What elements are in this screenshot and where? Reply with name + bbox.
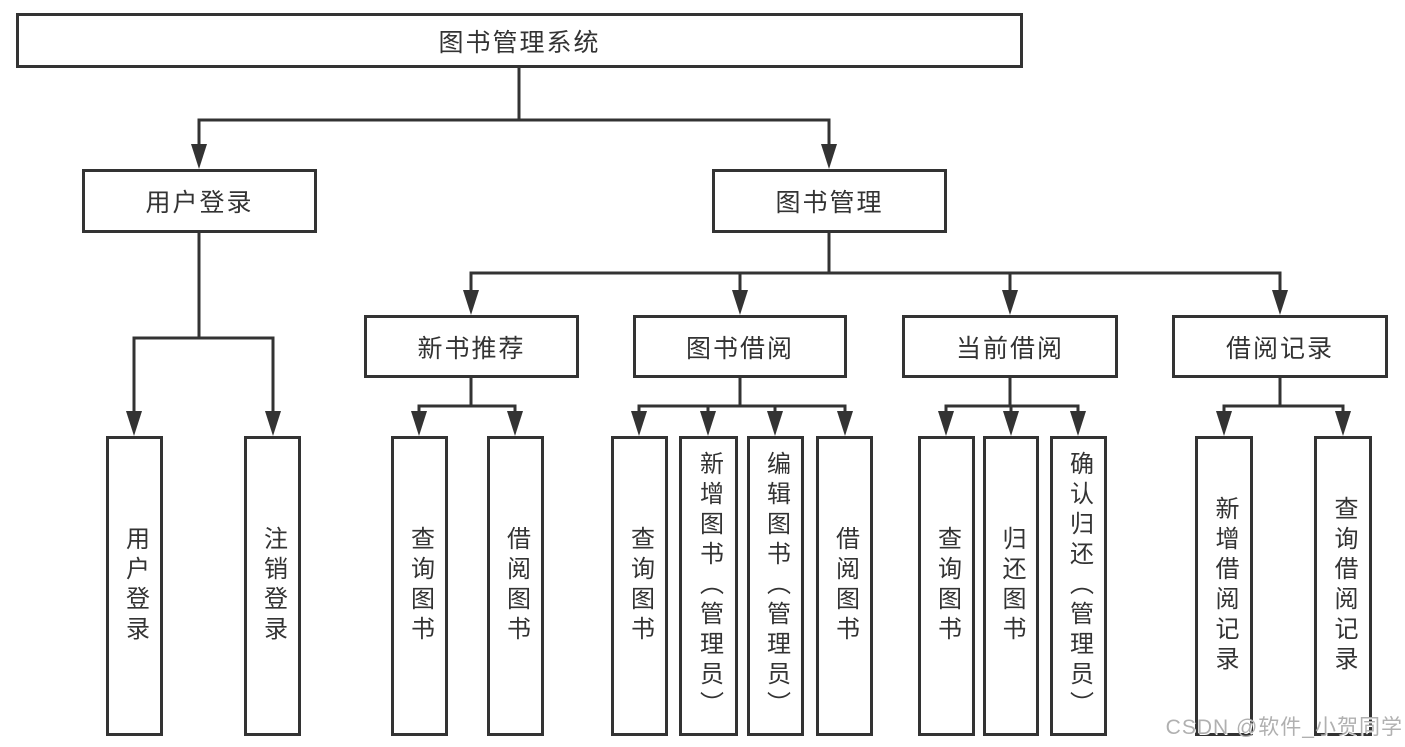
node-user-login: 用户登录 — [82, 169, 317, 233]
node-leaf-borrow-book-2: 借阅图书 — [816, 436, 873, 736]
node-leaf-query-borrow-rec: 查询借阅记录 — [1314, 436, 1372, 736]
arrowhead-icon — [191, 144, 207, 169]
arrowhead-icon — [732, 290, 748, 315]
arrowhead-icon — [1070, 411, 1086, 436]
node-leaf-borrow-book-1: 借阅图书 — [487, 436, 544, 736]
node-book-management: 图书管理 — [712, 169, 947, 233]
arrowhead-icon — [700, 411, 716, 436]
node-current-borrowing: 当前借阅 — [902, 315, 1118, 378]
node-leaf-query-book-3: 查询图书 — [918, 436, 975, 736]
node-borrowing-records: 借阅记录 — [1172, 315, 1388, 378]
node-new-book-recommend: 新书推荐 — [364, 315, 579, 378]
node-leaf-logout: 注销登录 — [244, 436, 301, 736]
arrowhead-icon — [767, 411, 783, 436]
node-leaf-query-book-2: 查询图书 — [611, 436, 668, 736]
arrowhead-icon — [1216, 411, 1232, 436]
node-leaf-edit-book: 编辑图书（管理员） — [747, 436, 804, 736]
arrowhead-icon — [463, 290, 479, 315]
arrowhead-icon — [631, 411, 647, 436]
node-leaf-return-book: 归还图书 — [983, 436, 1039, 736]
arrowhead-icon — [821, 144, 837, 169]
node-root: 图书管理系统 — [16, 13, 1023, 68]
node-leaf-user-login: 用户登录 — [106, 436, 163, 736]
arrowhead-icon — [507, 411, 523, 436]
arrowhead-icon — [938, 411, 954, 436]
arrowhead-icon — [1003, 411, 1019, 436]
node-book-borrowing: 图书借阅 — [633, 315, 847, 378]
node-leaf-add-borrow-rec: 新增借阅记录 — [1195, 436, 1253, 736]
arrowhead-icon — [126, 411, 142, 436]
arrowhead-icon — [1002, 290, 1018, 315]
arrowhead-icon — [411, 411, 427, 436]
arrowhead-icon — [265, 411, 281, 436]
arrowhead-icon — [1335, 411, 1351, 436]
node-leaf-confirm-return: 确认归还（管理员） — [1050, 436, 1107, 736]
node-leaf-query-book-1: 查询图书 — [391, 436, 448, 736]
node-leaf-add-book: 新增图书（管理员） — [679, 436, 738, 736]
arrowhead-icon — [1272, 290, 1288, 315]
arrowhead-icon — [837, 411, 853, 436]
